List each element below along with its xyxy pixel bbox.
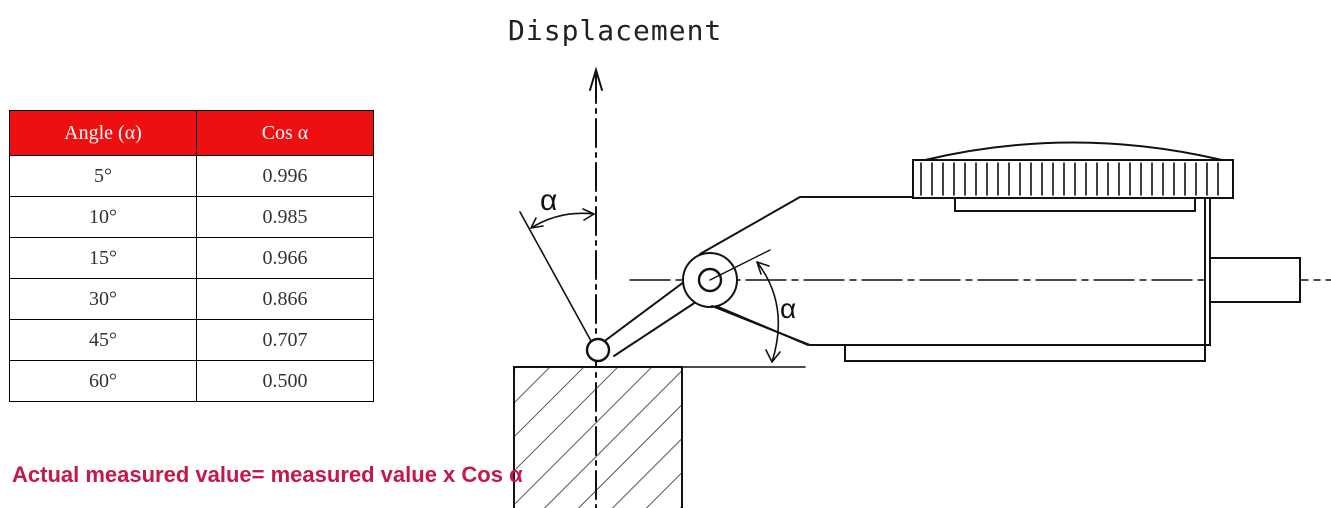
dial-bezel bbox=[912, 141, 1234, 212]
cos-cell: 0.985 bbox=[196, 196, 374, 238]
left-alpha-arc bbox=[530, 208, 595, 229]
dial-indicator-diagram: α α bbox=[513, 66, 1331, 508]
header-angle: Angle (α) bbox=[9, 110, 197, 156]
indicator-body bbox=[699, 196, 1211, 346]
alpha-reference-line bbox=[519, 211, 597, 351]
angle-cell: 45° bbox=[9, 319, 197, 361]
table-row: 60° 0.500 bbox=[9, 360, 374, 402]
alpha-symbol-right: α bbox=[780, 293, 796, 324]
right-alpha-arc bbox=[709, 249, 781, 363]
angle-cell: 15° bbox=[9, 237, 197, 279]
alpha-symbol-left: α bbox=[540, 184, 557, 217]
contact-ball bbox=[585, 337, 611, 363]
angle-cell: 60° bbox=[9, 360, 197, 402]
cos-cell: 0.966 bbox=[196, 237, 374, 279]
table-row: 15° 0.966 bbox=[9, 237, 374, 279]
angle-cell: 5° bbox=[9, 155, 197, 197]
table-row: 5° 0.996 bbox=[9, 155, 374, 197]
bottom-rail bbox=[844, 344, 1206, 362]
cos-cell: 0.500 bbox=[196, 360, 374, 402]
indicator-stem bbox=[1209, 257, 1301, 303]
cos-cell: 0.996 bbox=[196, 155, 374, 197]
table-row: 10° 0.985 bbox=[9, 196, 374, 238]
table-row: 30° 0.866 bbox=[9, 278, 374, 320]
workpiece-block bbox=[513, 366, 683, 508]
header-cos: Cos α bbox=[196, 110, 374, 156]
angle-cell: 30° bbox=[9, 278, 197, 320]
cos-cell: 0.707 bbox=[196, 319, 374, 361]
table-row: 45° 0.707 bbox=[9, 319, 374, 361]
displacement-label: Displacement bbox=[508, 14, 723, 47]
angle-cell: 10° bbox=[9, 196, 197, 238]
cos-cell: 0.866 bbox=[196, 278, 374, 320]
formula-text: Actual measured value= measured value x … bbox=[12, 462, 523, 487]
cosine-table: Angle (α) Cos α 5° 0.996 10° 0.985 15° 0… bbox=[9, 110, 374, 402]
table-header-row: Angle (α) Cos α bbox=[9, 110, 374, 156]
